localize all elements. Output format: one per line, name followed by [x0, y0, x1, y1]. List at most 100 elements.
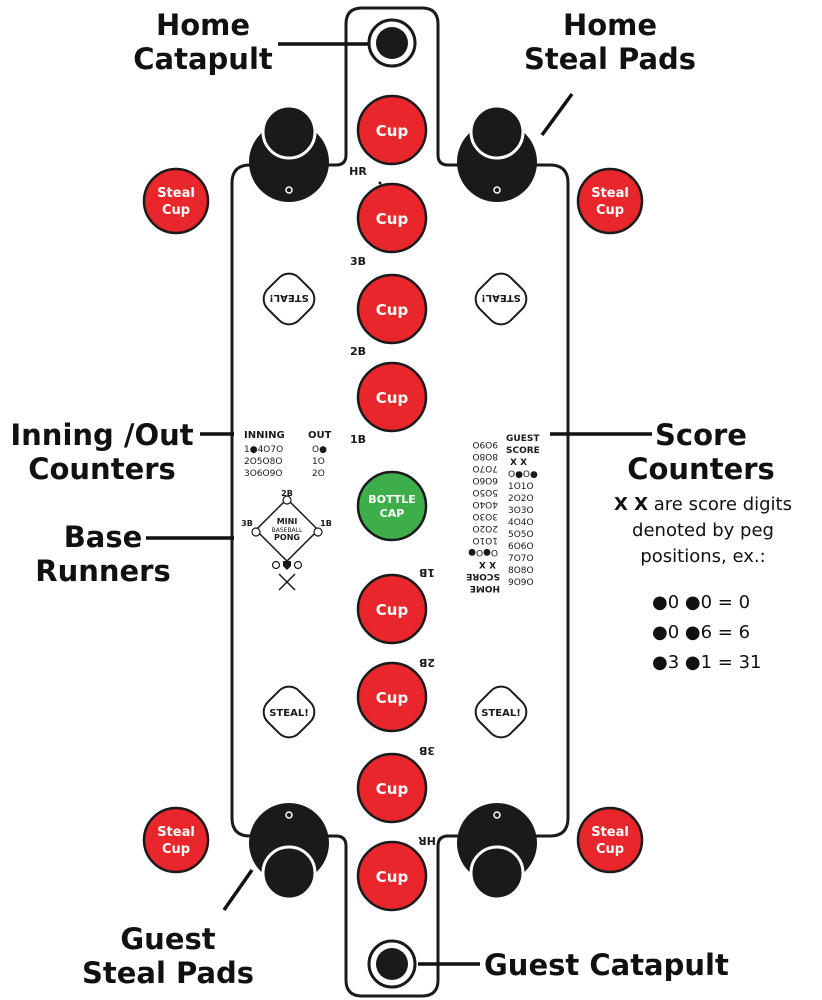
cup-guest-3b[interactable]: Cup	[356, 752, 428, 824]
svg-text:OUT: OUT	[308, 430, 332, 441]
cup-guest-1b[interactable]: Cup	[356, 573, 428, 645]
score-row: 1O1O	[472, 535, 498, 545]
score-row: 5O5O	[472, 487, 498, 497]
guest-steal-pad-right[interactable]	[457, 803, 537, 901]
svg-text:X X: X X	[479, 559, 496, 569]
label-guest-1b: 1B	[419, 566, 435, 579]
score-row: 7O7O	[508, 554, 534, 564]
score-row: O●O●	[468, 547, 498, 557]
callout-guest-catapult: Guest Catapult	[484, 948, 729, 982]
svg-text:Cup: Cup	[376, 301, 409, 319]
score-row: 8O8O	[508, 566, 534, 576]
svg-text:Cup: Cup	[596, 203, 624, 218]
svg-text:Cup: Cup	[376, 689, 409, 707]
svg-text:2B: 2B	[281, 489, 293, 498]
score-row: 1O1O	[508, 482, 534, 492]
svg-text:Cup: Cup	[376, 868, 409, 886]
score-row: 9O9O	[472, 439, 498, 449]
score-row: 4O4O	[472, 499, 498, 509]
cup-guest-2b[interactable]: Cup	[356, 661, 428, 733]
svg-text:2O5O8O: 2O5O8O	[244, 457, 282, 467]
steal-cup-bottom-left[interactable]: Steal Cup	[142, 806, 210, 874]
cup-home-hr[interactable]: Cup	[356, 94, 428, 166]
steal-cup-top-left[interactable]: Steal Cup	[142, 167, 210, 235]
svg-text:Steal: Steal	[591, 186, 629, 201]
score-row: 3O3O	[508, 506, 534, 516]
svg-text:Cup: Cup	[162, 842, 190, 857]
score-counter: GUEST SCORE X X O●O● 1O1O 2O2O 3O3O 4O4O 5O5O…	[466, 434, 540, 593]
cup-home-3b[interactable]: Cup	[356, 182, 428, 254]
label-home-3b: 3B	[350, 255, 366, 268]
svg-text:BOTTLE: BOTTLE	[368, 493, 416, 506]
home-steal-pad-right[interactable]	[457, 104, 537, 202]
svg-text:MINI: MINI	[277, 517, 298, 526]
home-steal-pad-left[interactable]	[249, 104, 329, 202]
svg-text:STEAL!: STEAL!	[481, 708, 521, 719]
bottle-cap[interactable]: BOTTLE CAP	[356, 470, 428, 542]
svg-text:3B: 3B	[241, 519, 253, 528]
svg-text:STEAL!: STEAL!	[269, 292, 309, 303]
steal-spot-top-left[interactable]: STEAL!	[258, 268, 320, 330]
svg-text:STEAL!: STEAL!	[269, 708, 309, 719]
svg-text:STEAL!: STEAL!	[481, 292, 521, 303]
svg-text:Cup: Cup	[596, 842, 624, 857]
label-guest-3b: 3B	[419, 744, 435, 757]
svg-text:1O: 1O	[312, 457, 325, 467]
svg-text:1B: 1B	[320, 519, 332, 528]
score-example-1: ●0 ●0 = 0	[652, 592, 751, 613]
score-example-2: ●0 ●6 = 6	[652, 622, 751, 643]
svg-text:Cup: Cup	[376, 780, 409, 798]
score-row: 4O4O	[508, 518, 534, 528]
home-catapult[interactable]	[367, 18, 417, 68]
svg-text:Cup: Cup	[376, 210, 409, 228]
steal-spot-bottom-right[interactable]: STEAL!	[470, 681, 532, 743]
svg-text:INNING: INNING	[244, 430, 285, 441]
steal-cup-top-right[interactable]: Steal Cup	[576, 167, 644, 235]
inning-out-counter: INNING OUT 1●4O7O 2O5O8O 3O6O9O O● 1O 2O	[244, 430, 332, 479]
cup-home-1b[interactable]: Cup	[356, 361, 428, 433]
svg-text:Steal: Steal	[157, 186, 195, 201]
callout-lines	[146, 42, 652, 966]
svg-text:BASEBALL: BASEBALL	[272, 527, 303, 534]
score-example-3: ●3 ●1 = 31	[652, 652, 762, 673]
svg-text:2O: 2O	[312, 469, 325, 479]
svg-text:3O6O9O: 3O6O9O	[244, 469, 282, 479]
base-runners-logo: 2B 3B 1B MINI BASEBALL PONG	[241, 489, 332, 591]
score-row: 8O8O	[472, 451, 498, 461]
score-note: X X are score digits denoted by peg posi…	[614, 494, 792, 567]
label-home-hr: HR	[349, 165, 367, 178]
svg-text:PONG: PONG	[274, 533, 300, 542]
svg-text:GUEST: GUEST	[506, 434, 540, 444]
guest-steal-pad-left[interactable]	[249, 803, 329, 901]
svg-text:SCORE: SCORE	[466, 571, 500, 581]
steal-spot-bottom-left[interactable]: STEAL!	[258, 681, 320, 743]
guest-catapult[interactable]	[367, 939, 417, 989]
label-guest-2b: 2B	[419, 656, 435, 669]
score-row: 2O2O	[472, 523, 498, 533]
svg-text:Cup: Cup	[376, 122, 409, 140]
svg-text:SCORE: SCORE	[506, 446, 540, 456]
score-row: 6O6O	[508, 542, 534, 552]
svg-text:1●4O7O: 1●4O7O	[244, 445, 283, 455]
cup-home-2b[interactable]: Cup	[356, 273, 428, 345]
svg-text:Cup: Cup	[376, 601, 409, 619]
label-home-2b: 2B	[350, 345, 366, 358]
steal-cup-bottom-right[interactable]: Steal Cup	[576, 806, 644, 874]
svg-text:Steal: Steal	[157, 825, 195, 840]
cup-guest-hr[interactable]: Cup	[356, 840, 428, 912]
score-row: 2O2O	[508, 494, 534, 504]
score-row: 7O7O	[472, 463, 498, 473]
label-guest-hr: HR	[418, 834, 436, 847]
steal-spot-top-right[interactable]: STEAL!	[470, 268, 532, 330]
score-row: 6O6O	[472, 475, 498, 485]
svg-text:HOME: HOME	[470, 583, 500, 593]
svg-text:X X: X X	[510, 458, 527, 468]
score-row: O●O●	[508, 470, 538, 480]
